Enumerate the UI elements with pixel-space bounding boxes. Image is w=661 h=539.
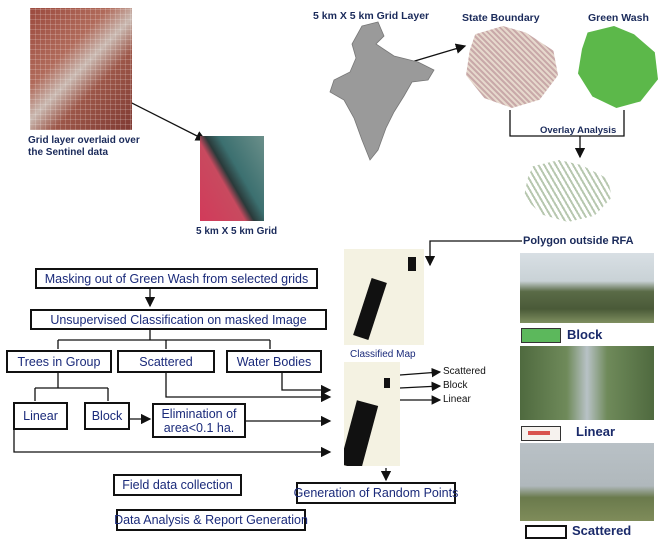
block-photo (520, 253, 654, 323)
overlay-bracket (509, 110, 625, 137)
unsupervised-box: Unsupervised Classification on masked Im… (30, 309, 327, 330)
classified-map-top (344, 249, 424, 345)
map-legend-linear: Linear (443, 394, 471, 405)
elimination-box: Elimination of area<0.1 ha. (152, 403, 246, 438)
scattered-photo (520, 443, 654, 521)
report-box: Data Analysis & Report Generation (114, 509, 308, 531)
green-wash-title: Green Wash (588, 12, 649, 24)
grid-overlay-image (30, 8, 132, 130)
masking-box: Masking out of Green Wash from selected … (35, 268, 318, 289)
map-legend-block: Block (443, 380, 468, 391)
state-boundary-title: State Boundary (462, 12, 540, 24)
block-label: Block (567, 327, 603, 342)
arrow-polygon-to-map (424, 240, 522, 267)
classified-map-bottom (344, 362, 400, 466)
map-legend-scattered: Scattered (443, 366, 486, 377)
classified-map-caption: Classified Map (350, 349, 416, 360)
scattered-box: Scattered (117, 350, 215, 373)
field-data-box: Field data collection (113, 474, 242, 496)
grid-overlay-caption: Grid layer overlaid over the Sentinel da… (28, 135, 140, 158)
linear-photo (520, 346, 654, 420)
linear-label: Linear (576, 424, 616, 439)
india-map (329, 21, 435, 161)
grid-zoom-image (200, 136, 264, 221)
linear-swatch (521, 426, 561, 441)
arrow-grid-to-zoom (117, 95, 207, 141)
linear-box: Linear (13, 402, 68, 430)
scattered-label: Scattered (572, 523, 632, 538)
block-swatch (521, 328, 561, 343)
water-bodies-box: Water Bodies (226, 350, 322, 373)
scattered-swatch (525, 525, 567, 539)
trees-in-group-box: Trees in Group (6, 350, 112, 373)
random-points-box: Generation of Random Points (294, 482, 458, 504)
grid-layer-title: 5 km X 5 km Grid Layer (313, 10, 430, 22)
grid-caption: 5 km X 5 km Grid (196, 226, 278, 237)
polygon-outside-rfa-label: Polygon outside RFA (523, 235, 634, 247)
overlay-analysis-label: Overlay Analysis (540, 125, 617, 136)
block-box: Block (84, 402, 130, 430)
